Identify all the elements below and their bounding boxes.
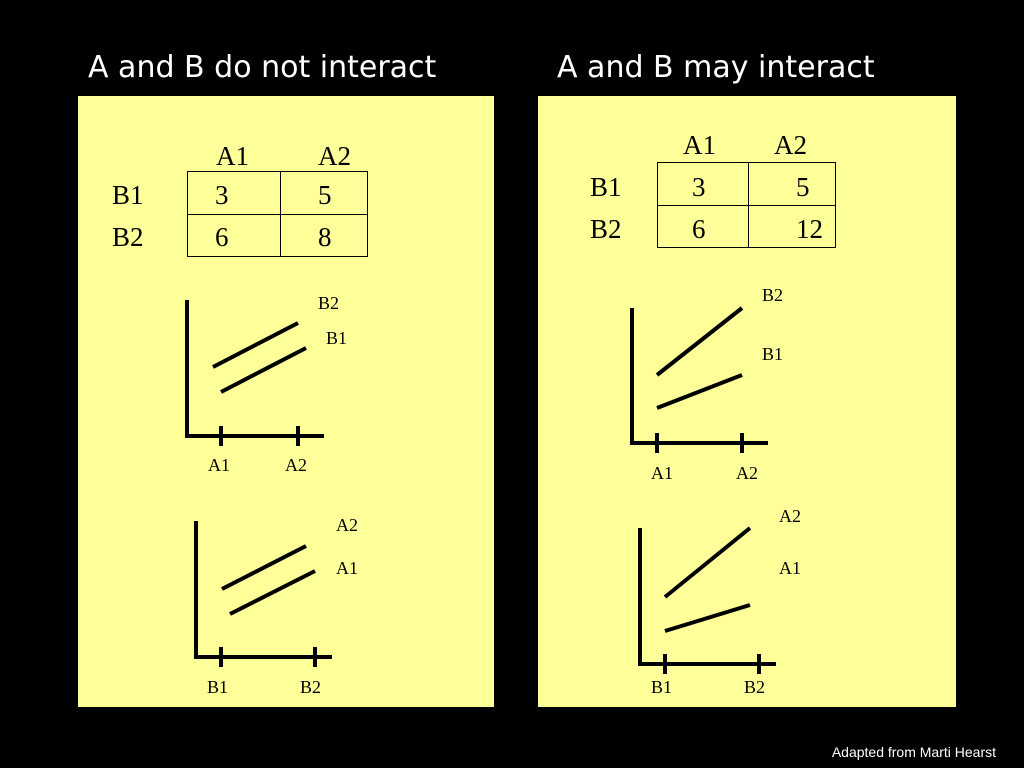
right-plot-by-b-label-a2: A2 — [779, 506, 801, 526]
right-plot-by-b-line-a2 — [663, 526, 752, 599]
right-plot-by-a-tick-label-a2: A2 — [736, 463, 758, 483]
left-col-header-a2: A2 — [318, 141, 351, 171]
right-plot-by-b-tick-label-b2: B2 — [744, 677, 766, 697]
left-panel-title: A and B do not interact — [88, 50, 437, 85]
right-value-b1-a1: 3 — [692, 172, 706, 202]
right-plot-by-b-tick-label-b1: B1 — [651, 677, 673, 697]
left-value-b1-a2: 5 — [318, 180, 332, 210]
left-plot-by-a-line-b2 — [212, 321, 299, 369]
left-plot-by-b-tick-label-b2: B2 — [300, 677, 322, 697]
right-plot-by-a-label-b1: B1 — [762, 344, 784, 364]
right-col-header-a2: A2 — [774, 130, 807, 160]
left-plot-by-a-label-b1: B1 — [326, 328, 348, 348]
left-plot-by-a-tick-label-a2: A2 — [285, 455, 307, 475]
left-row-header-b1: B1 — [112, 180, 144, 210]
left-plot-by-a-tick-label-a1: A1 — [208, 455, 230, 475]
left-plot-by-b-tick-label-b1: B1 — [207, 677, 229, 697]
left-plot-by-b-label-a1: A1 — [336, 558, 358, 578]
left-plot-by-a-line-b1 — [220, 346, 307, 394]
left-plot-by-b-line-a1 — [229, 569, 316, 616]
right-cell-b2-a2 — [748, 205, 836, 248]
right-plot-by-a-line-b2 — [655, 306, 744, 377]
right-plot-by-b-axes — [638, 528, 776, 666]
left-plot-by-b — [194, 521, 332, 667]
right-plot-by-a-line-b1 — [656, 373, 743, 410]
left-col-header-a1: A1 — [216, 141, 249, 171]
right-plot-by-a-label-b2: B2 — [762, 285, 784, 305]
right-value-b2-a1: 6 — [692, 214, 706, 244]
right-row-header-b2: B2 — [590, 214, 622, 244]
left-plot-by-b-line-a2 — [221, 544, 307, 591]
left-value-b2-a2: 8 — [318, 222, 332, 252]
left-value-b1-a1: 3 — [215, 180, 229, 210]
right-col-header-a1: A1 — [683, 130, 716, 160]
right-plot-by-a-axes — [630, 308, 768, 445]
right-value-b1-a2: 5 — [796, 172, 810, 202]
right-plot-by-b — [638, 526, 776, 674]
left-row-header-b2: B2 — [112, 222, 144, 252]
right-row-header-b1: B1 — [590, 172, 622, 202]
left-plot-by-a — [185, 300, 324, 446]
right-plot-by-b-label-a1: A1 — [779, 558, 801, 578]
right-plot-by-b-line-a1 — [664, 603, 751, 633]
left-plot-by-b-axes — [194, 521, 332, 659]
right-panel-title: A and B may interact — [557, 50, 875, 85]
left-plot-by-b-label-a2: A2 — [336, 515, 358, 535]
left-cell-b2-a2 — [280, 214, 368, 257]
right-plot-by-a — [630, 306, 768, 453]
credit-text: Adapted from Marti Hearst — [831, 744, 996, 760]
left-panel — [78, 96, 494, 707]
left-plot-by-a-label-b2: B2 — [318, 293, 340, 313]
left-value-b2-a1: 6 — [215, 222, 229, 252]
right-value-b2-a2: 12 — [796, 214, 823, 244]
left-plot-by-a-axes — [185, 300, 324, 438]
right-plot-by-a-tick-label-a1: A1 — [651, 463, 673, 483]
